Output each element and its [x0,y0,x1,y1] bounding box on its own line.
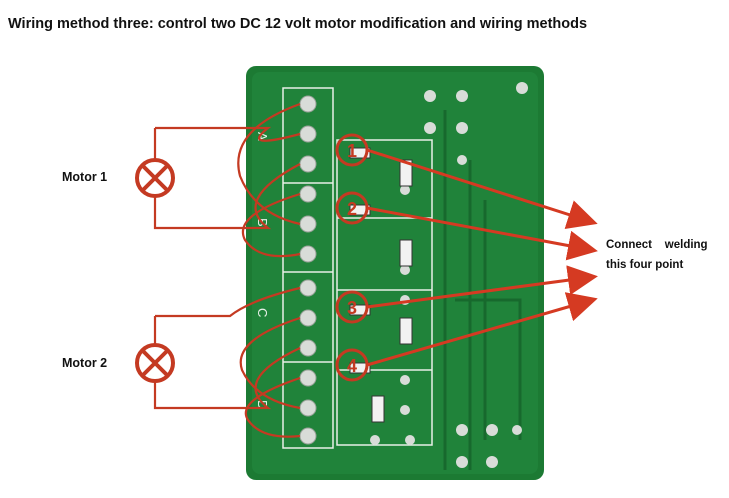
motor-1-icon [135,158,175,198]
connect-note: Connect welding this four point [606,235,708,275]
motor-1-label: Motor 1 [62,170,108,184]
relay-board [246,66,544,480]
arrow-4 [366,292,598,367]
channel-label-d: D [255,400,270,409]
motor-2-icon [135,343,175,383]
channel-label-c: C [255,308,270,317]
weld-point-4-number: 4 [347,356,357,376]
weld-point-1-number: 1 [347,141,357,161]
page-title: Wiring method three: control two DC 12 v… [8,16,588,32]
motor-1-wiring [153,102,301,258]
motor-2-wiring [153,286,301,438]
weld-point-2-number: 2 [347,199,357,219]
channel-label-a: A [255,132,270,141]
weld-point-3-number: 3 [347,298,357,318]
arrow-2 [366,206,598,261]
connect-note-line-1: Connect welding [606,239,708,251]
motor-2-label: Motor 2 [62,356,108,370]
connect-note-line-2: this four point [606,259,684,271]
arrow-1 [366,148,598,229]
arrow-3 [366,265,598,309]
